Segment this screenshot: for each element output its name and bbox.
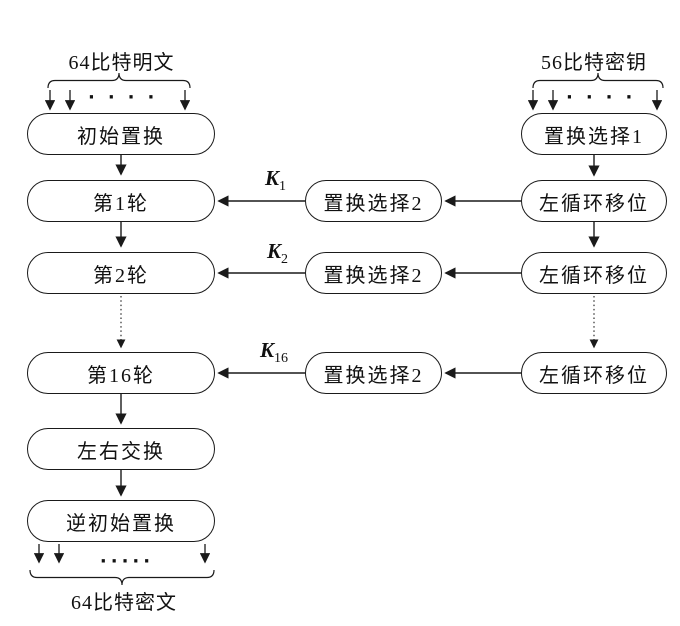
node-permuted-choice2-3: 置换选择2: [305, 352, 442, 394]
round-key-label-k16: K16: [260, 338, 288, 366]
node-left-circular-shift-2: 左循环移位: [521, 252, 667, 294]
k16-subscript: 16: [274, 351, 289, 367]
k16-base: K: [260, 338, 275, 362]
node-permuted-choice2-1: 置换选择2: [305, 180, 442, 222]
plaintext-ellipsis: ····: [88, 87, 168, 108]
node-round-16: 第16轮: [27, 352, 215, 394]
node-permuted-choice2-2: 置换选择2: [305, 252, 442, 294]
plaintext-brace: [47, 72, 191, 89]
node-left-circular-shift-1: 左循环移位: [521, 180, 667, 222]
plaintext-label: 64比特明文: [68, 52, 175, 74]
k1-base: K: [265, 166, 280, 190]
round-key-label-k2: K2: [267, 239, 288, 267]
node-inverse-initial-permutation: 逆初始置换: [27, 500, 215, 542]
node-round-2: 第2轮: [27, 252, 215, 294]
k2-subscript: 2: [281, 252, 289, 268]
node-swap-left-right: 左右交换: [27, 428, 215, 470]
key-ellipsis: ····: [566, 87, 646, 108]
ciphertext-brace: [29, 569, 215, 586]
key-label: 56比特密钥: [541, 52, 647, 74]
key-brace: [532, 72, 664, 89]
node-left-circular-shift-3: 左循环移位: [521, 352, 667, 394]
node-initial-permutation: 初始置换: [27, 113, 215, 155]
k1-subscript: 1: [279, 179, 287, 195]
k2-base: K: [267, 239, 282, 263]
node-round-1: 第1轮: [27, 180, 215, 222]
round-key-label-k1: K1: [265, 166, 286, 194]
ciphertext-ellipsis: ·····: [99, 551, 155, 572]
node-permuted-choice1: 置换选择1: [521, 113, 667, 155]
ciphertext-label: 64比特密文: [71, 592, 177, 614]
